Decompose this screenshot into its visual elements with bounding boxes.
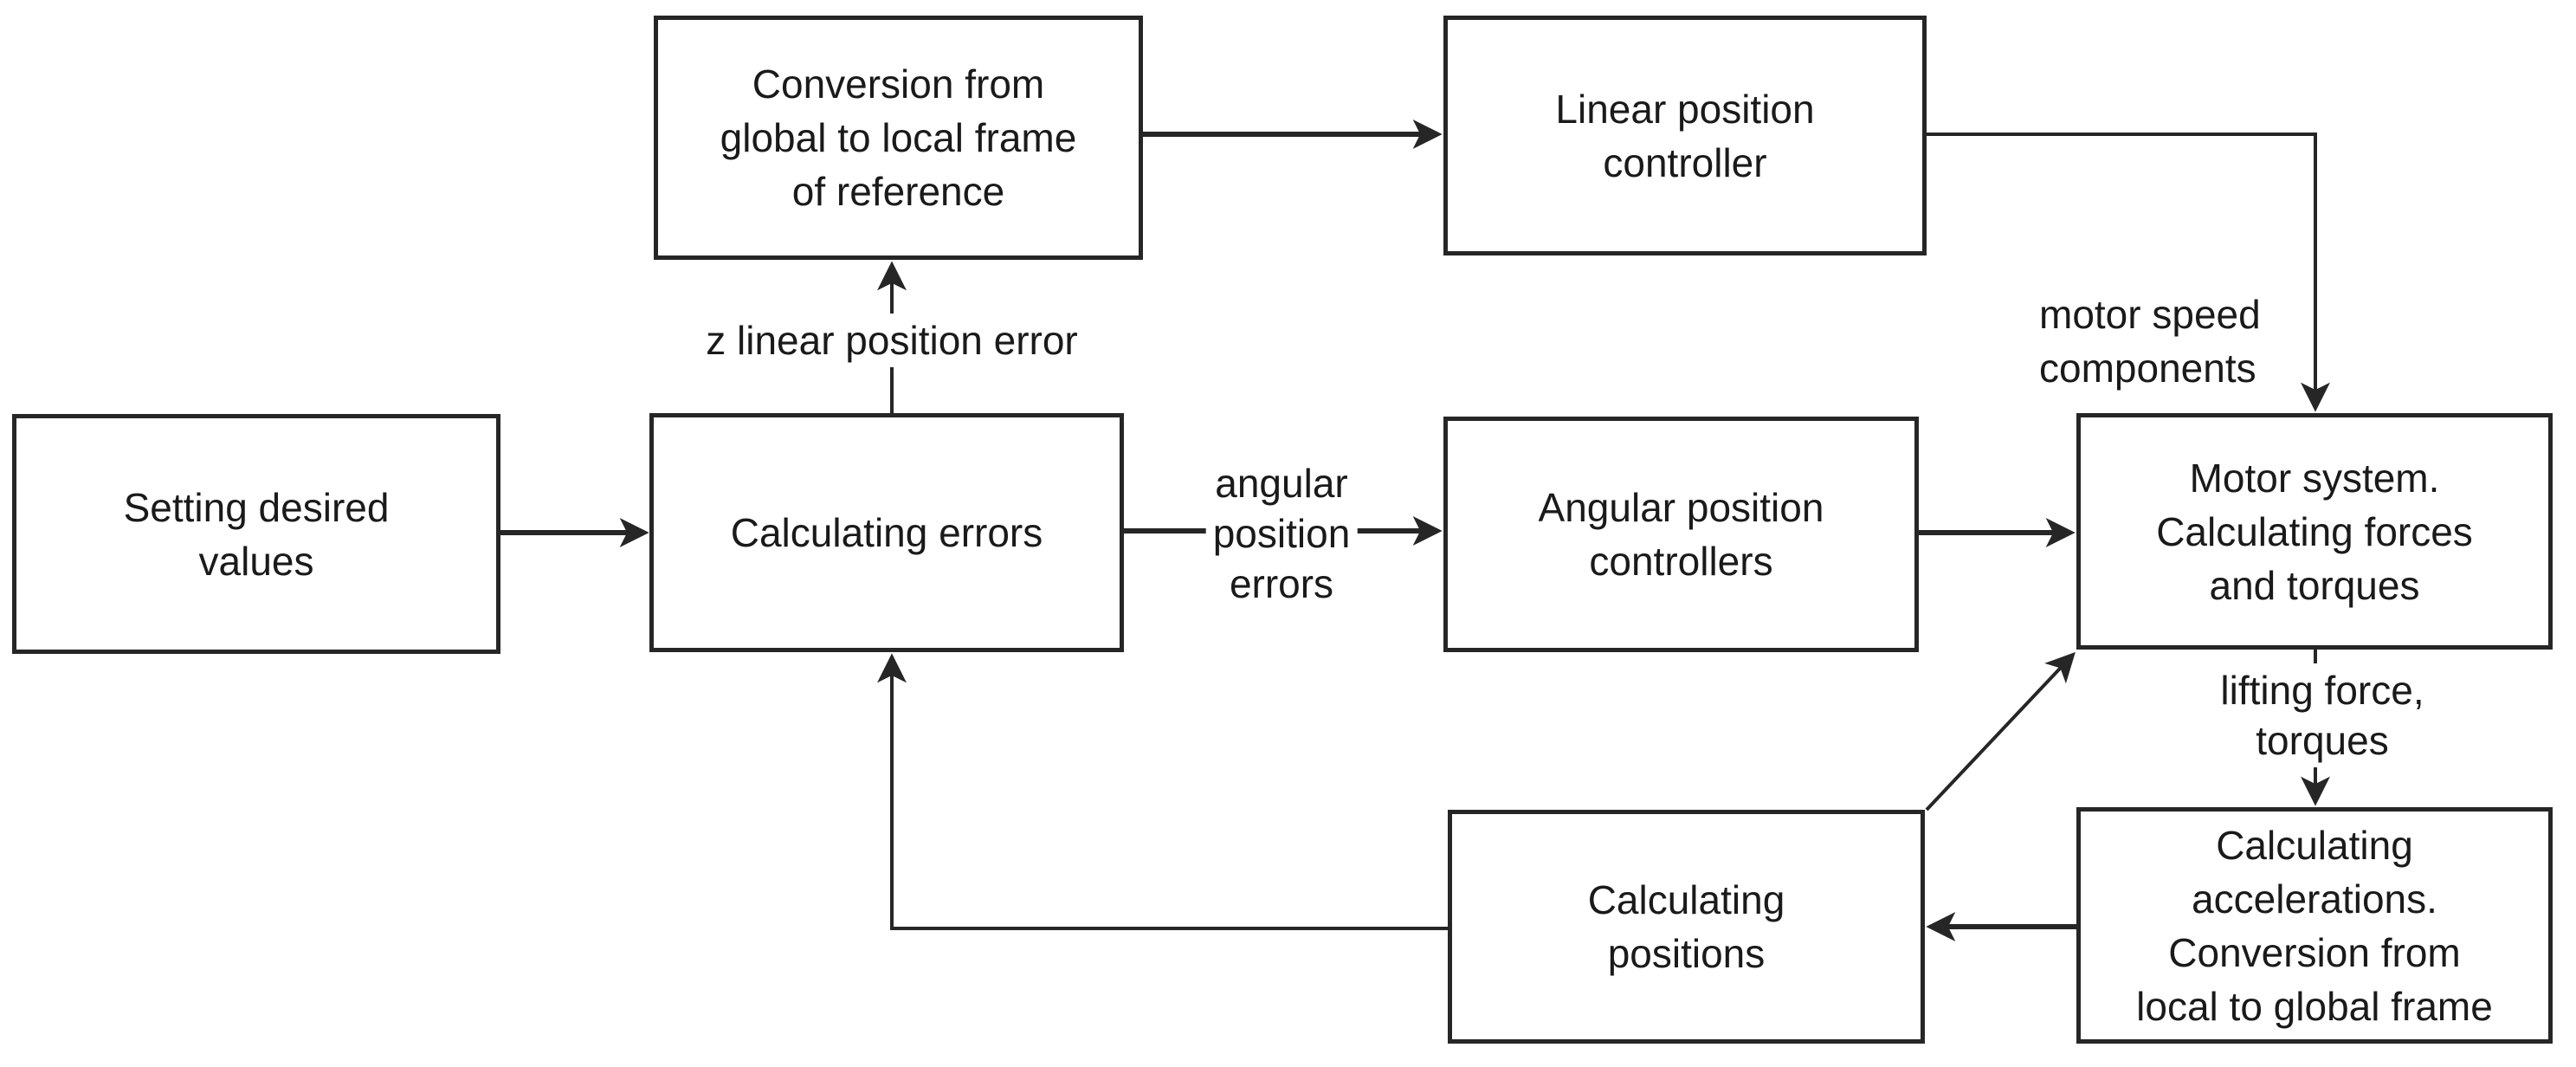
node-linear-position-controller: Linear position controller [1443, 16, 1927, 255]
node-calculating-errors: Calculating errors [649, 413, 1124, 652]
edge-label-lifting-force-torques: lifting force, torques [2195, 663, 2450, 767]
edge-linear-to-motor [1927, 133, 2330, 412]
edge-label-z-linear-position-error: z linear position error [699, 314, 1085, 367]
node-motor-system: Motor system. Calculating forces and tor… [2076, 413, 2553, 650]
node-calculating-accelerations: Calculating accelerations. Conversion fr… [2076, 807, 2553, 1044]
edge-positions-to-errors-feedback [877, 653, 1448, 930]
node-angular-position-controllers: Angular position controllers [1443, 417, 1919, 652]
node-setting-desired-values: Setting desired values [12, 414, 500, 654]
node-calculating-positions: Calculating positions [1448, 810, 1925, 1044]
edge-positions-to-motor [1925, 651, 2076, 812]
node-conversion-global-to-local: Conversion from global to local frame of… [654, 16, 1143, 260]
edge-label-angular-position-errors: angular position errors [1205, 456, 1358, 611]
edge-label-motor-speed-components: motor speed components [2039, 292, 2261, 391]
